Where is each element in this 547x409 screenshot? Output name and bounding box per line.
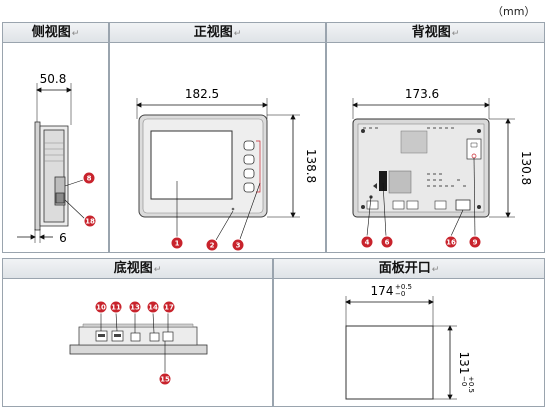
side-depth-dimension: 6 — [59, 231, 67, 245]
cutout-height-dimension: 131 — [457, 352, 471, 375]
back-view-drawing: 173.6 — [352, 87, 533, 249]
svg-text:16: 16 — [446, 239, 456, 247]
front-width-dimension: 182.5 — [185, 87, 219, 101]
side-view-drawing: 50.8 8 18 — [17, 72, 97, 245]
return-mark-icon: ↵ — [233, 29, 242, 39]
cutout-height-tolerance-lower: −0 — [460, 376, 468, 386]
svg-text:10: 10 — [96, 304, 106, 312]
svg-text:8: 8 — [87, 175, 92, 183]
front-view-header: 正视图↵ — [110, 23, 325, 43]
side-view-title: 侧视图 — [31, 25, 71, 40]
panel-cutout-title: 面板开口 — [378, 261, 431, 276]
bottom-view-header: 底视图↵ — [3, 259, 272, 279]
cutout-height-tolerance-upper: +0.5 — [467, 376, 475, 393]
callout-17: 17 — [162, 300, 176, 314]
callout-1: 1 — [170, 236, 184, 250]
cutout-width-tolerance-upper: +0.5 — [395, 283, 412, 291]
back-view-title: 背视图 — [411, 25, 451, 40]
svg-text:4: 4 — [365, 239, 370, 247]
front-view-drawing: 182.5 138.8 — [136, 87, 318, 252]
callout-8: 8 — [82, 171, 96, 185]
return-mark-icon: ↵ — [431, 265, 440, 275]
side-view-header: 侧视图↵ — [3, 23, 108, 43]
svg-text:1: 1 — [175, 240, 180, 248]
back-view-header: 背视图↵ — [327, 23, 544, 43]
front-height-dimension: 138.8 — [304, 149, 318, 183]
device-side-profile — [34, 121, 69, 231]
callout-3: 3 — [231, 238, 245, 252]
callout-9: 9 — [468, 235, 482, 249]
cutout-outline — [345, 325, 434, 400]
cutout-width-tolerance-lower: −0 — [395, 290, 405, 298]
side-width-dimension: 50.8 — [40, 72, 67, 86]
callout-11: 11 — [109, 300, 123, 314]
unit-label: （mm） — [492, 5, 536, 18]
function-keys — [243, 140, 255, 193]
expansion-slot — [379, 171, 387, 191]
svg-text:6: 6 — [385, 239, 390, 247]
svg-text:14: 14 — [148, 304, 158, 312]
callout-13: 13 — [128, 300, 142, 314]
device-bottom-profile — [69, 323, 208, 355]
panel-cutout-drawing: 174 +0.5 −0 131 +0.5 −0 — [345, 283, 475, 400]
callout-4: 4 — [360, 235, 374, 249]
return-mark-icon: ↵ — [71, 29, 80, 39]
svg-text:3: 3 — [236, 242, 241, 250]
panel-cutout-panel: 面板开口↵ 174 +0.5 −0 131 +0.5 −0 — [273, 258, 545, 407]
side-view-panel: 侧视图↵ 50.8 8 — [2, 22, 109, 253]
callout-16: 16 — [444, 235, 458, 249]
back-view-panel: 背视图↵ 173.6 — [326, 22, 545, 253]
callout-10: 10 — [94, 300, 108, 314]
power-terminal — [455, 199, 471, 211]
dip-switch — [466, 138, 482, 160]
svg-text:17: 17 — [164, 304, 174, 312]
cutout-width-dimension: 174 — [371, 284, 394, 298]
label-plate — [400, 130, 428, 154]
back-width-dimension: 173.6 — [405, 87, 439, 101]
svg-text:15: 15 — [160, 376, 170, 384]
svg-text:13: 13 — [130, 304, 140, 312]
power-led-icon — [231, 207, 235, 211]
back-height-dimension: 130.8 — [519, 151, 533, 185]
callout-6: 6 — [380, 235, 394, 249]
svg-text:18: 18 — [85, 218, 95, 226]
device-back — [352, 118, 490, 218]
front-view-title: 正视图 — [193, 25, 233, 40]
svg-text:2: 2 — [210, 242, 215, 250]
lcd-screen — [150, 130, 233, 200]
svg-text:11: 11 — [111, 304, 121, 312]
callout-14: 14 — [146, 300, 160, 314]
return-mark-icon: ↵ — [153, 265, 162, 275]
callout-15: 15 — [158, 372, 172, 386]
callout-18: 18 — [83, 214, 97, 228]
return-mark-icon: ↵ — [451, 29, 460, 39]
callout-2: 2 — [205, 238, 219, 252]
device-front — [138, 114, 268, 218]
bottom-view-panel: 底视图↵ 10 11 13 — [2, 258, 273, 407]
panel-cutout-header: 面板开口↵ — [274, 259, 544, 279]
bottom-view-drawing: 10 11 13 14 17 15 — [69, 300, 208, 386]
front-view-panel: 正视图↵ 182.5 — [109, 22, 326, 253]
bottom-view-title: 底视图 — [113, 261, 153, 276]
svg-text:9: 9 — [473, 239, 478, 247]
